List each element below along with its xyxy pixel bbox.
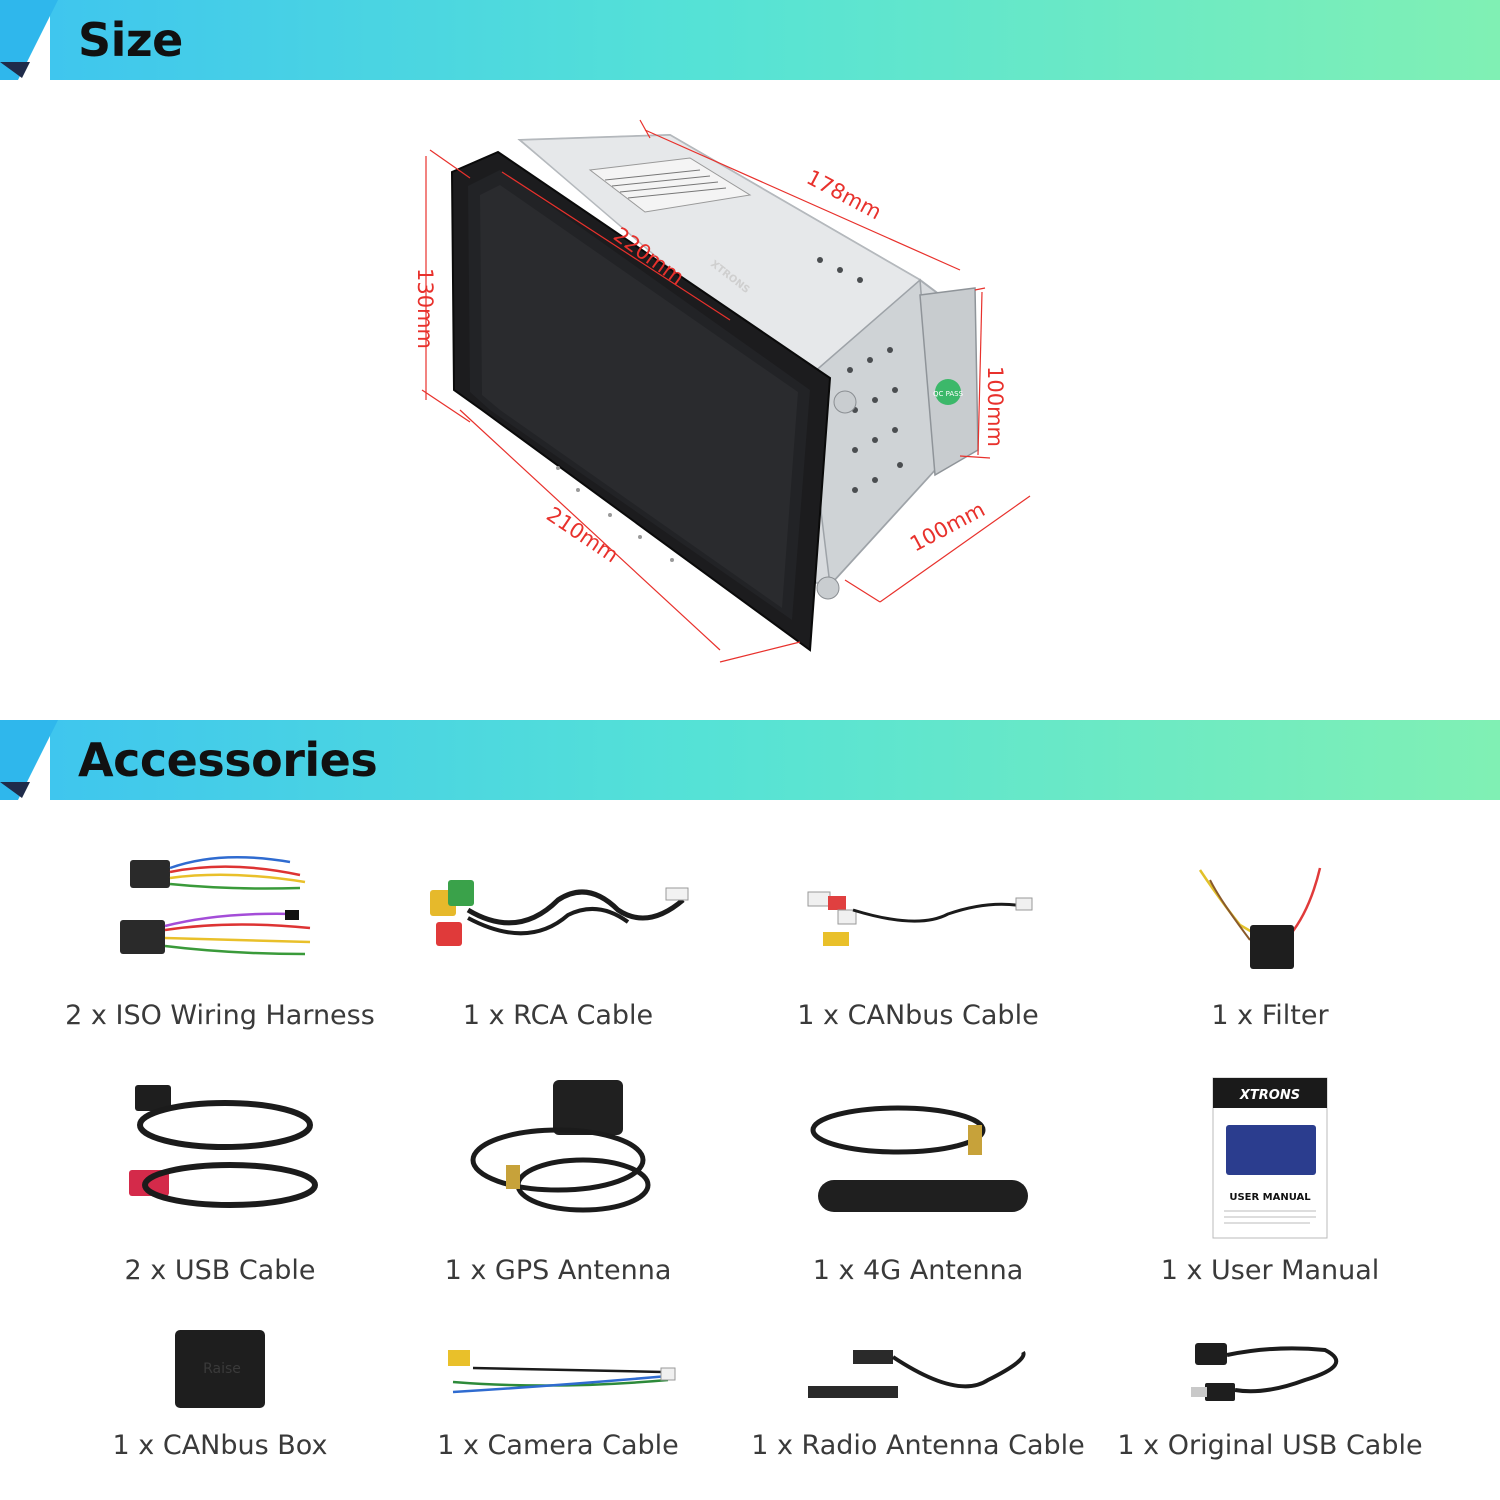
accessory-label: 1 x 4G Antenna	[812, 1255, 1024, 1286]
accessory-label: 2 x USB Cable	[124, 1255, 316, 1286]
accessory-canbus-cable: 1 x CANbus Cable	[738, 840, 1098, 1040]
chassis-width-dimension-label: 100mm	[906, 497, 989, 556]
accessory-filter: 1 x Filter	[1090, 840, 1450, 1040]
manual-brand-text: XTRONS	[1239, 1088, 1300, 1103]
accessory-label: 1 x RCA Cable	[462, 1000, 654, 1031]
manual-title-text: USER MANUAL	[1229, 1192, 1311, 1203]
accessory-label: 1 x CANbus Box	[112, 1430, 328, 1461]
accessory-label: 2 x ISO Wiring Harness	[65, 1000, 375, 1031]
accessory-label: 1 x Original USB Cable	[1117, 1430, 1423, 1461]
screen-panel: XTRONS	[450, 150, 832, 652]
accessory-label: 1 x GPS Antenna	[444, 1255, 672, 1286]
accessories-title: Accessories	[78, 733, 378, 787]
accessory-label: 1 x CANbus Cable	[797, 1000, 1039, 1031]
usb-cable-image	[129, 1085, 318, 1208]
accessories-banner-background	[0, 720, 1500, 800]
canbus-box-image: Raise	[175, 1330, 265, 1408]
accessories-section-banner: Accessories	[0, 720, 1500, 800]
gps-antenna-image	[470, 1080, 651, 1213]
accessory-camera-cable: 1 x Camera Cable	[378, 1320, 738, 1480]
original-usb-cable-image	[1191, 1343, 1339, 1401]
accessory-radio-antenna-cable: 1 x Radio Antenna Cable	[738, 1320, 1098, 1480]
size-title: Size	[78, 13, 183, 67]
size-banner-background	[0, 0, 1500, 80]
size-section-banner: Size	[0, 0, 1500, 80]
accessory-gps-antenna: 1 x GPS Antenna	[378, 1075, 738, 1295]
accessory-label: 1 x User Manual	[1160, 1255, 1380, 1286]
accessory-label: 1 x Filter	[1211, 1000, 1329, 1031]
accessory-original-usb-cable: 1 x Original USB Cable	[1090, 1320, 1450, 1480]
accessory-canbus-box: Raise 1 x CANbus Box	[40, 1320, 400, 1480]
4g-antenna-image	[810, 1105, 1028, 1212]
canbus-box-brand-text: Raise	[203, 1361, 241, 1377]
accessory-usb-cable: 2 x USB Cable	[40, 1075, 400, 1295]
iso-wiring-harness-image	[120, 855, 311, 956]
chassis-height-dimension-label: 100mm	[983, 366, 1007, 447]
accessory-user-manual: XTRONS USER MANUAL 1 x User Manual	[1090, 1075, 1450, 1295]
canbus-cable-image	[807, 891, 1033, 946]
screen-width-dimension-label: 210mm	[542, 502, 623, 567]
camera-cable-image	[448, 1350, 676, 1394]
qc-pass-text: QC PASS	[933, 390, 964, 398]
filter-image	[1198, 867, 1322, 969]
panel-height-dimension-label: 130mm	[413, 268, 437, 349]
qc-pass-sticker	[935, 379, 961, 405]
dimension-lines	[421, 119, 1031, 663]
head-unit-dimension-figure: QC PASS XTRONS 178mm 220mm 130mm 100mm	[413, 119, 1031, 663]
user-manual-image: XTRONS USER MANUAL	[1212, 1077, 1328, 1239]
depth-dimension-label: 178mm	[803, 165, 886, 224]
accessory-label: 1 x Camera Cable	[437, 1430, 679, 1461]
accessory-rca-cable: 1 x RCA Cable	[378, 840, 738, 1040]
accessory-4g-antenna: 1 x 4G Antenna	[738, 1075, 1098, 1295]
radio-antenna-cable-image	[808, 1350, 1026, 1398]
accessory-iso-wiring-harness: 2 x ISO Wiring Harness	[40, 840, 400, 1040]
rca-cable-image	[430, 880, 689, 946]
accessory-label: 1 x Radio Antenna Cable	[751, 1430, 1085, 1461]
